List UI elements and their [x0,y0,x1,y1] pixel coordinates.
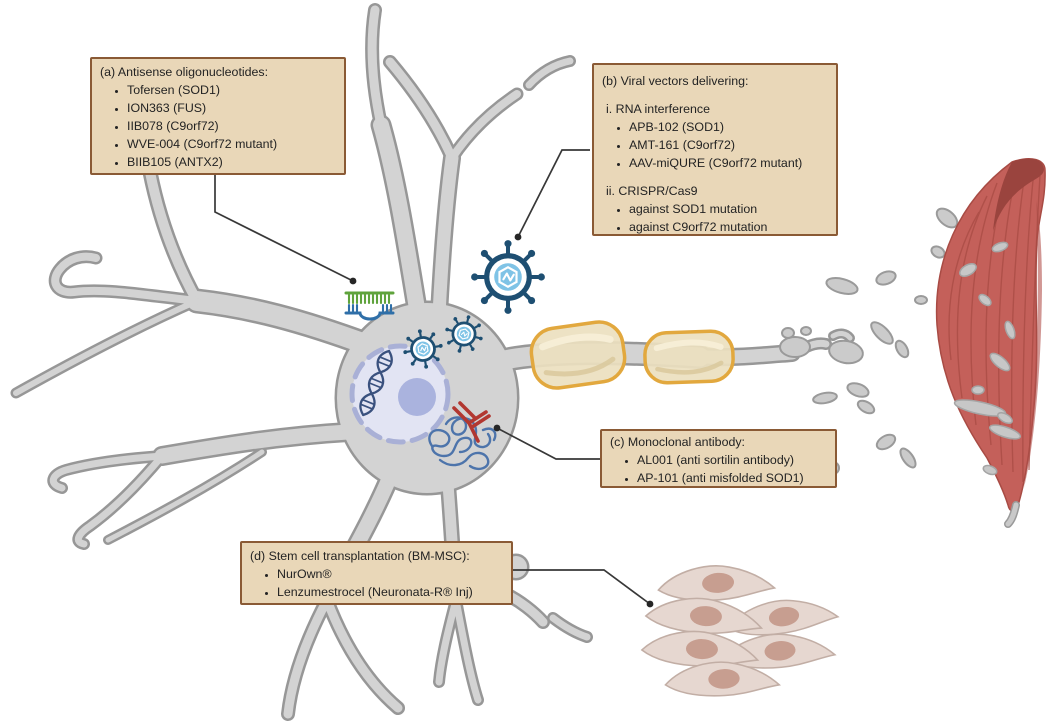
list-item: BIIB105 (ANTX2) [127,153,336,171]
list-item: against SOD1 mutation [629,200,828,218]
myelin-sheath-segment-1 [529,320,627,390]
dna-helix-icon [359,349,393,417]
nucleus [349,343,451,445]
box-d-title: (d) Stem cell transplantation (BM-MSC): [250,549,470,563]
leader-dots [349,233,654,608]
leader-line-b [517,149,590,238]
list-item: AL001 (anti sortilin antibody) [637,451,827,469]
fragments-on-muscle [953,241,1022,476]
stem-cell-cluster [640,560,840,700]
box-c-title: (c) Monoclonal antibody: [610,435,745,449]
list-item: ION363 (FUS) [127,99,336,117]
list-item: APB-102 (SOD1) [629,118,828,136]
annotation-box-b: (b) Viral vectors delivering: i. RNA int… [592,63,838,236]
leader-line-d [513,569,651,605]
leader-line-a [214,174,354,282]
box-a-title: (a) Antisense oligonucleotides: [100,65,269,79]
nucleolus [398,378,436,416]
box-b-section-1-heading: i. RNA interference [606,102,710,116]
list-item: Lenzumestrocel (Neuronata-R® Inj) [277,583,503,601]
list-item: NurOwn® [277,565,503,583]
leader-lines [214,149,651,605]
annotation-box-c: (c) Monoclonal antibody: AL001 (anti sor… [600,429,837,488]
box-b-section-2-list: against SOD1 mutation against C9orf72 mu… [602,200,828,236]
annotation-box-d: (d) Stem cell transplantation (BM-MSC): … [240,541,513,605]
annotation-box-a: (a) Antisense oligonucleotides: Tofersen… [90,57,346,175]
list-item: against C9orf72 mutation [629,218,828,236]
list-item: AP-101 (anti misfolded SOD1) [637,469,827,487]
leader-line-c [496,427,600,460]
list-item: AMT-161 (C9orf72) [629,136,828,154]
protein-tangle-icon [428,416,497,471]
antisense-oligonucleotide-icon [344,291,395,321]
box-c-list: AL001 (anti sortilin antibody) AP-101 (a… [610,451,827,487]
box-b-section-1-list: APB-102 (SOD1) AMT-161 (C9orf72) AAV-miQ… [602,118,828,172]
list-item: IIB078 (C9orf72) [127,117,336,135]
antibody-icon [452,401,491,443]
list-item: WVE-004 (C9orf72 mutant) [127,135,336,153]
muscle-fiber [935,158,1046,528]
list-item: AAV-miQURE (C9orf72 mutant) [629,154,828,172]
myelin-sheath-segment-2 [643,329,735,385]
box-b-section-2-heading: ii. CRISPR/Cas9 [606,184,698,198]
box-a-list: Tofersen (SOD1) ION363 (FUS) IIB078 (C9o… [100,81,336,171]
box-b-title: (b) Viral vectors delivering: [602,74,749,88]
list-item: Tofersen (SOD1) [127,81,336,99]
virus-icon-large [471,240,545,314]
box-d-list: NurOwn® Lenzumestrocel (Neuronata-R® Inj… [250,565,503,601]
